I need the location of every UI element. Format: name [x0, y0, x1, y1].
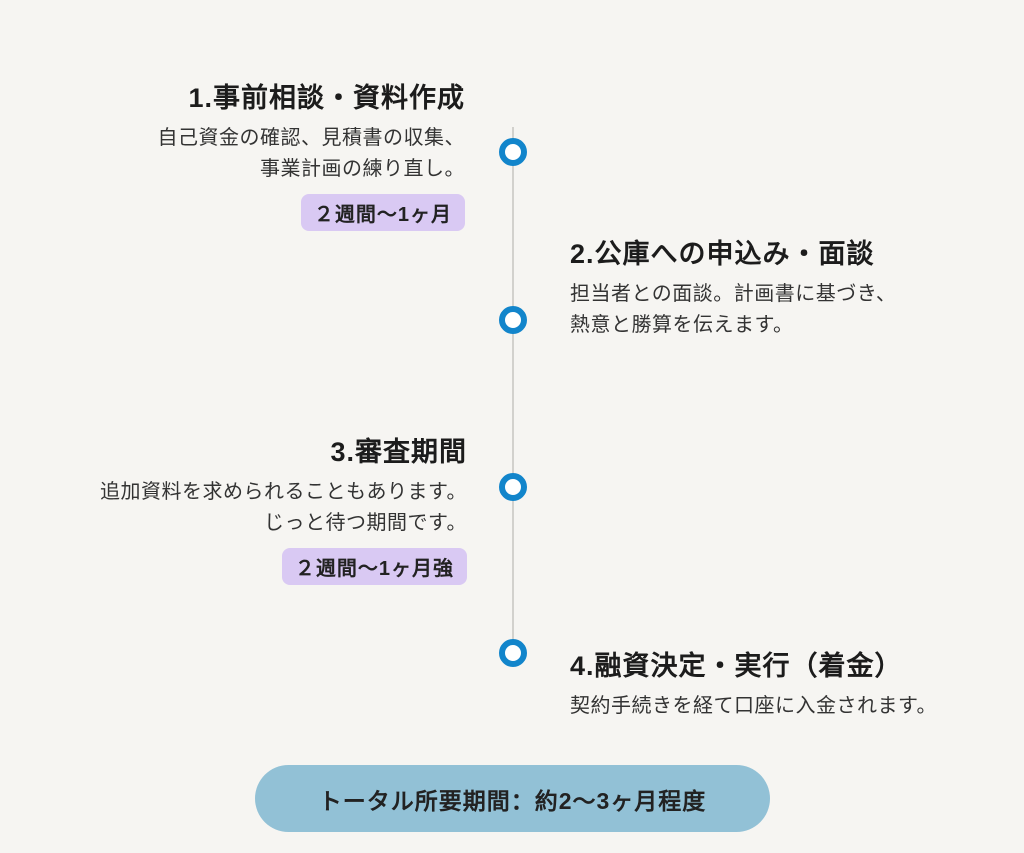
step-1-title: 1.事前相談・資料作成: [188, 83, 465, 113]
step-3-description-line-1: 追加資料を求められることもあります。: [100, 481, 467, 503]
total-duration-label: トータル所要期間：約2〜3ヶ月程度: [318, 787, 707, 814]
timeline-marker-step-1: [499, 138, 527, 166]
step-2-block: 2.公庫への申込み・面談 担当者との面談。計画書に基づき、 熱意と勝算を伝えます…: [570, 236, 1010, 341]
step-1-duration-badge: ２週間〜1ヶ月: [300, 194, 465, 231]
step-4-block: 4.融資決定・実行（着金） 契約手続きを経て口座に入金されます。: [570, 648, 1020, 722]
timeline-marker-step-4: [499, 639, 527, 667]
step-3-duration-badge: ２週間〜1ヶ月強: [281, 548, 467, 585]
step-3-description-line-2: じっと待つ期間です。: [264, 512, 467, 534]
step-1-description-line-1: 自己資金の確認、見積書の収集、: [157, 127, 465, 149]
timeline-line: [512, 127, 514, 654]
step-2-description-line-1: 担当者との面談。計画書に基づき、: [570, 283, 897, 305]
step-3-title: 3.審査期間: [330, 437, 467, 467]
step-4-title: 4.融資決定・実行（着金）: [570, 651, 903, 681]
timeline-marker-step-3: [499, 473, 527, 501]
timeline-marker-step-2: [499, 306, 527, 334]
step-2-title: 2.公庫への申込み・面談: [570, 239, 875, 269]
step-3-block: 3.審査期間 追加資料を求められることもあります。 じっと待つ期間です。 ２週間…: [0, 434, 467, 585]
step-1-description-line-2: 事業計画の練り直し。: [260, 158, 465, 180]
step-1-block: 1.事前相談・資料作成 自己資金の確認、見積書の収集、 事業計画の練り直し。 ２…: [0, 80, 465, 231]
total-duration-pill: トータル所要期間：約2〜3ヶ月程度: [255, 765, 770, 832]
step-2-description-line-2: 熱意と勝算を伝えます。: [570, 314, 794, 336]
step-4-description-line-1: 契約手続きを経て口座に入金されます。: [570, 695, 937, 717]
